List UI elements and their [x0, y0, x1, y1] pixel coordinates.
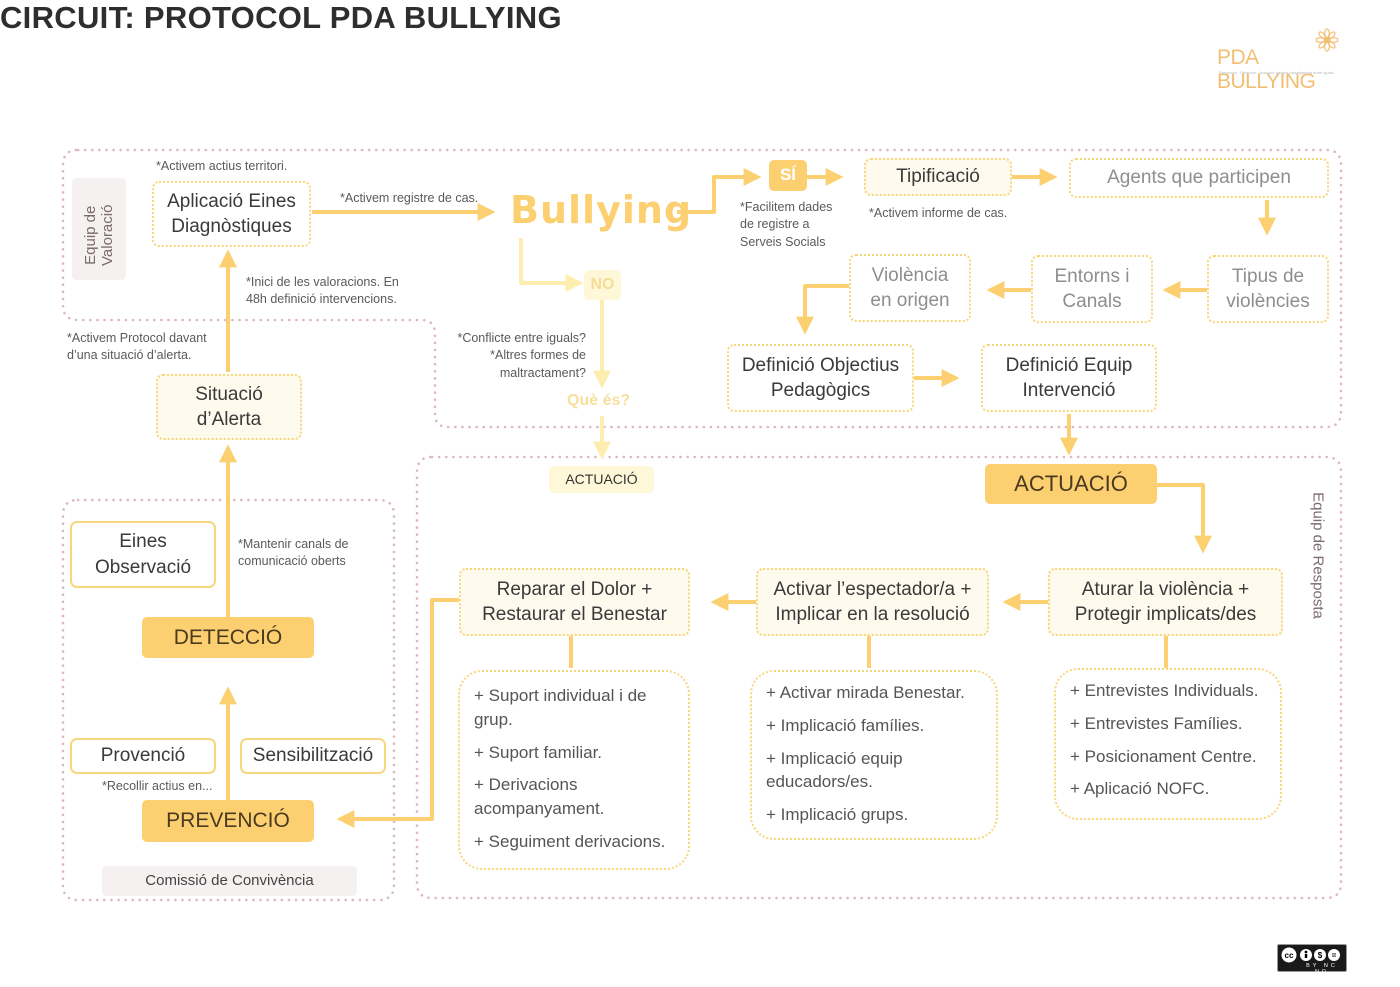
node-agents[interactable]: Agents que participen — [1069, 158, 1329, 198]
node-aplicacio-eines[interactable]: Aplicació Eines Diagnòstiques — [152, 181, 311, 247]
node-prevencio[interactable]: PREVENCIÓ — [142, 800, 314, 842]
page-title: CIRCUIT: PROTOCOL PDA BULLYING — [0, 0, 562, 35]
note-recollir: *Recollir actius en... — [102, 779, 213, 793]
team-label-valoracio: Equip de Valoració — [72, 178, 126, 280]
node-aturar-violencia[interactable]: Aturar la violència + Protegir implicats… — [1048, 568, 1283, 636]
note-actius-territori: *Activem actius territori. — [156, 159, 288, 173]
svg-text:=: = — [1332, 951, 1337, 960]
svg-text:cc: cc — [1285, 951, 1294, 960]
note-mantenir: *Mantenir canals de comunicació oberts — [238, 537, 349, 569]
node-actuacio-small[interactable]: ACTUACIÓ — [549, 466, 654, 493]
note-informe: *Activem informe de cas. — [869, 206, 1008, 220]
note-facilitem: *Facilitem dades de registre a Serveis S… — [740, 200, 833, 249]
node-activar-espectador[interactable]: Activar l’espectador/a + Implicar en la … — [756, 568, 989, 636]
logo-text: PDA BULLYING — [1217, 46, 1316, 93]
license-badge: cc $ = BY NC ND — [1277, 944, 1347, 975]
license-text: BY NC ND — [1306, 963, 1338, 975]
resposta-frame — [415, 455, 1343, 900]
list-item: + Activar mirada Benestar. — [766, 683, 965, 702]
list-item: + Aplicació NOFC. — [1070, 779, 1210, 799]
node-objectius-pedagogics[interactable]: Definició Objectius Pedagògics — [727, 344, 914, 412]
list-item: + Implicació equip educadors/es. — [766, 748, 903, 792]
logo-tagline: Prevenció · Detecció · Actuació davant l… — [1219, 70, 1334, 75]
node-entorns-canals[interactable]: Entorns i Canals — [1031, 255, 1153, 323]
list-reparar: + Suport individual i de grup. + Suport … — [458, 670, 690, 870]
note-inici-valoracions: *Inici de les valoracions. En 48h defini… — [246, 275, 399, 307]
node-reparar-dolor[interactable]: Reparar el Dolor + Restaurar el Benestar — [459, 568, 690, 636]
svg-text:$: $ — [1318, 951, 1323, 960]
flower-icon — [1315, 28, 1339, 52]
note-registre-cas: *Activem registre de cas. — [340, 191, 479, 205]
node-sensibilitzacio[interactable]: Sensibilització — [240, 738, 386, 774]
list-item: + Suport individual i de grup. — [474, 686, 647, 729]
node-provencio[interactable]: Provenció — [70, 738, 216, 774]
convivencia-frame — [61, 498, 396, 902]
list-item: + Posicionament Centre. — [1070, 746, 1257, 766]
node-violencia-origen[interactable]: Violència en origen — [849, 254, 971, 322]
node-no[interactable]: NO — [584, 270, 621, 300]
node-equip-intervencio[interactable]: Definició Equip Intervenció — [981, 344, 1157, 412]
note-conflicte: *Conflicte entre iguals? *Altres formes … — [457, 331, 586, 380]
list-item: + Entrevistes Famílies. — [1070, 713, 1243, 733]
node-tipificacio[interactable]: Tipificació — [864, 158, 1012, 196]
team-label-convivencia: Comissió de Convivència — [102, 866, 357, 896]
creative-commons-icon: cc $ = — [1281, 947, 1340, 963]
team-label-resposta: Equip de Resposta — [1309, 492, 1327, 619]
list-item: + Implicació grups. — [766, 805, 909, 825]
node-que-es: Què és? — [567, 392, 631, 409]
valoracio-frame — [61, 148, 1343, 429]
node-si[interactable]: SÍ — [769, 160, 807, 191]
node-actuacio[interactable]: ACTUACIÓ — [985, 464, 1157, 504]
note-activem-protocol: *Activem Protocol davant d’una situació … — [67, 331, 207, 363]
list-item: + Seguiment derivacions. — [474, 831, 666, 851]
node-tipus-violencies[interactable]: Tipus de violències — [1207, 255, 1329, 323]
list-activar: + Activar mirada Benestar. + Implicació … — [750, 670, 998, 840]
node-deteccio[interactable]: DETECCIÓ — [142, 617, 314, 658]
logo: PDA BULLYING Prevenció · Detecció · Actu… — [1215, 28, 1345, 93]
list-item: + Entrevistes Individuals. — [1070, 681, 1259, 700]
node-bullying[interactable]: Bullying — [510, 188, 693, 232]
node-eines-observacio[interactable]: Eines Observació — [70, 521, 216, 588]
list-aturar: + Entrevistes Individuals. + Entrevistes… — [1054, 668, 1282, 820]
list-item: + Implicació famílies. — [766, 715, 925, 735]
list-item: + Derivacions acompanyament. — [474, 775, 605, 819]
list-item: + Suport familiar. — [474, 742, 603, 762]
node-situacio-alerta[interactable]: Situació d’Alerta — [156, 374, 302, 440]
